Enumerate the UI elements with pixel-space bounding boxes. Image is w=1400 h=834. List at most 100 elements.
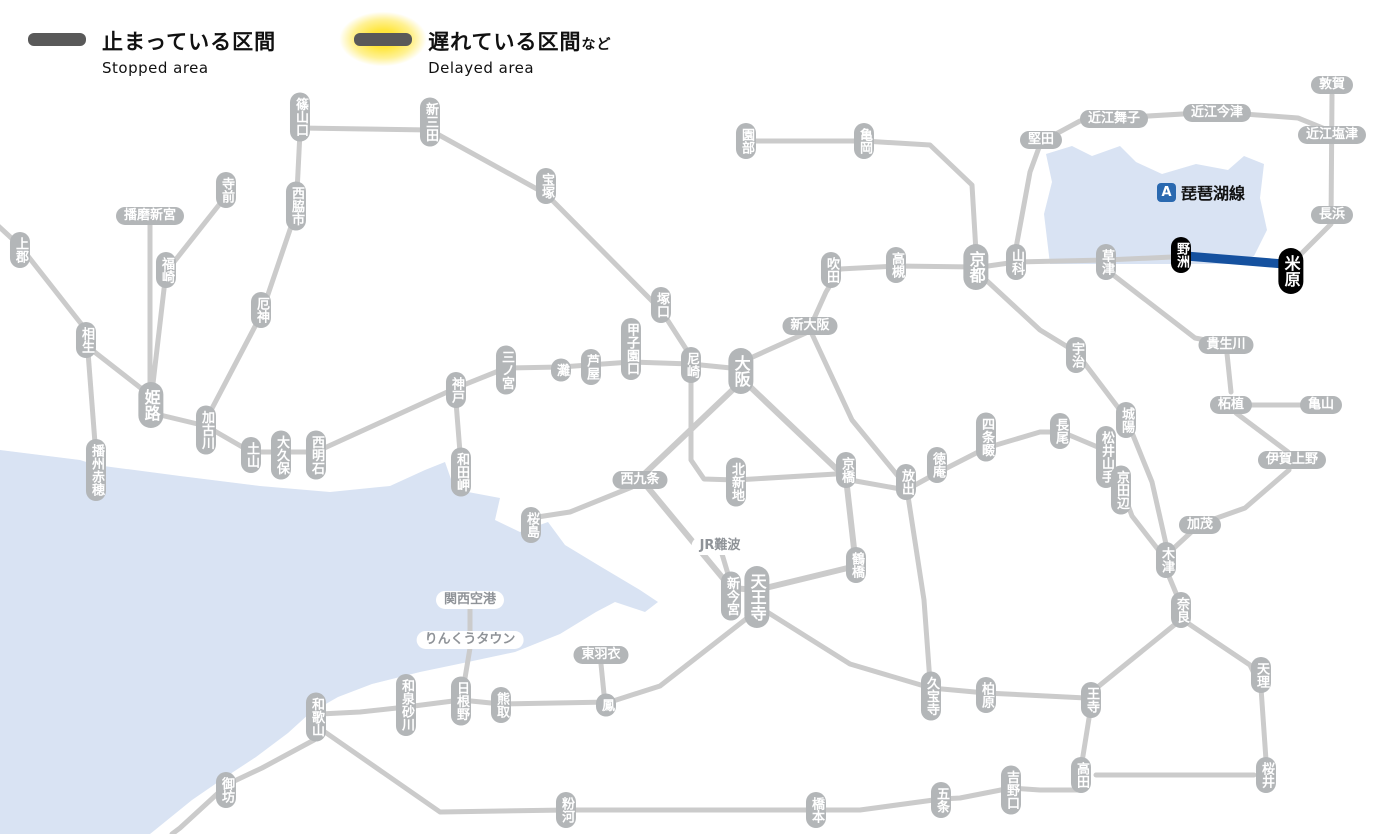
station-pill: 新大阪 (782, 316, 838, 336)
delayed-label-ja-suffix: など (581, 37, 612, 53)
rail-line (319, 727, 1083, 815)
station-pill: 日根野 (450, 676, 472, 726)
rail-line (637, 377, 859, 593)
station-pill: りんくうタウン (416, 630, 524, 650)
station-pill: 久宝寺 (920, 671, 942, 721)
station-pill: 甲子園口 (620, 318, 642, 380)
station-pill: 新三田 (419, 97, 441, 147)
water-layer (0, 146, 1267, 834)
biwako-line-label[interactable]: A 琵琶湖線 (1157, 180, 1245, 204)
legend-item-stopped: 止まっている区間 Stopped area (28, 26, 276, 77)
station-pill: 灘 (550, 358, 572, 382)
station-pill: 伊賀上野 (1257, 450, 1327, 470)
rail-line (149, 193, 229, 395)
station-pill: 京田辺 (1110, 465, 1132, 515)
station-pill: 米原 (1278, 248, 1304, 294)
delayed-label-ja: 遅れている区間など (428, 26, 611, 56)
station-pill: 王寺 (1080, 682, 1102, 718)
station-pill: 相生 (75, 322, 97, 358)
station-pill: 山科 (1005, 244, 1027, 280)
rail-line (983, 277, 1169, 547)
legend-item-delayed: 遅れている区間など Delayed area (327, 4, 611, 77)
station-pill: 柏原 (975, 677, 997, 713)
station-pill: 亀岡 (853, 123, 875, 159)
station-pill: 木津 (1155, 542, 1177, 578)
rail-line (688, 377, 839, 483)
rail-line (205, 129, 303, 419)
legend: 止まっている区間 Stopped area 遅れている区間など Delayed … (28, 4, 611, 77)
rail-line (528, 484, 635, 521)
stopped-label-ja: 止まっている区間 (102, 30, 277, 54)
station-pill: 徳庵 (926, 447, 948, 483)
legend-text-stopped: 止まっている区間 Stopped area (102, 26, 276, 77)
station-pill: 和田岬 (450, 447, 472, 497)
rail-line (153, 411, 319, 455)
station-pill: 福崎 (155, 252, 177, 288)
delayed-swatch-wrap (327, 4, 440, 74)
biwako-line-name: 琵琶湖線 (1181, 184, 1246, 203)
station-pill: 新今宮 (720, 571, 742, 621)
water-lake-biwa (1044, 146, 1267, 264)
station-pill: 天王寺 (744, 566, 770, 628)
station-pill: 西脇市 (285, 181, 307, 231)
station-pill: 北新地 (725, 457, 747, 507)
station-pill: 土山 (240, 437, 262, 473)
station-pill: 吉野口 (1000, 765, 1022, 815)
station-pill: 厄神 (250, 292, 272, 328)
station-pill: 三ノ宮 (495, 345, 517, 395)
delayed-label-en: Delayed area (428, 59, 535, 77)
rail-line (743, 138, 979, 255)
station-pill: 宝塚 (535, 168, 557, 204)
station-pill: 和歌山 (305, 692, 327, 742)
biwako-line-highlighted-section[interactable] (1185, 251, 1285, 269)
line-a-badge-icon: A (1157, 182, 1176, 202)
station-pill: 亀山 (1299, 395, 1343, 415)
station-pill: 西九条 (612, 470, 668, 490)
station-pill: 野洲 (1170, 237, 1192, 273)
station-pill: 尼崎 (680, 347, 702, 383)
rail-line (317, 359, 744, 453)
station-pill: 城陽 (1115, 402, 1137, 438)
station-pill: 長尾 (1049, 413, 1071, 449)
rail-line (905, 493, 933, 685)
station-pill: 芦屋 (580, 349, 602, 385)
station-pill: 上郡 (9, 232, 31, 268)
stopped-swatch-wrap (28, 26, 86, 46)
station-pill: 近江今津 (1182, 103, 1252, 123)
station-pill: 鳳 (595, 693, 617, 717)
rail-line (743, 263, 979, 363)
delayed-area-swatch (354, 33, 413, 46)
station-pill: 貴生川 (1198, 335, 1254, 355)
rail-line (809, 331, 901, 479)
rail-line (1079, 709, 1093, 765)
station-pill: 京橋 (835, 452, 857, 488)
station-pill: 放出 (895, 464, 917, 500)
rail-line (85, 349, 99, 459)
station-pill: 柘植 (1209, 395, 1253, 415)
station-pill: 大久保 (270, 430, 292, 480)
station-pill: 加茂 (1178, 515, 1222, 535)
station-pill: 長浜 (1310, 205, 1354, 225)
legend-text-delayed: 遅れている区間など Delayed area (428, 26, 611, 77)
station-pill: 加古川 (195, 405, 217, 455)
rail-line (1109, 271, 1234, 395)
station-pill: 西明石 (305, 430, 327, 480)
station-pill: 園部 (735, 123, 757, 159)
station-pill: 奈良 (1170, 592, 1192, 628)
station-pill: 播州赤穂 (85, 439, 107, 501)
station-pill: 寺前 (215, 172, 237, 208)
station-pill: 篠山口 (289, 92, 311, 142)
rail-line (985, 254, 1175, 269)
water-osaka-bay (0, 450, 658, 834)
station-pill: 堅田 (1019, 130, 1063, 150)
station-pill: 熊取 (490, 687, 512, 723)
station-pill: 桜井 (1255, 757, 1277, 793)
station-pill: 姫路 (138, 382, 164, 428)
station-pill: JR難波 (691, 536, 749, 556)
stopped-area-swatch (28, 33, 86, 46)
station-pill: 草津 (1095, 244, 1117, 280)
delayed-label-ja-main: 遅れている区間 (428, 30, 582, 54)
highlighted-section-layer (1185, 251, 1285, 269)
station-pill: 四条畷 (975, 412, 997, 462)
